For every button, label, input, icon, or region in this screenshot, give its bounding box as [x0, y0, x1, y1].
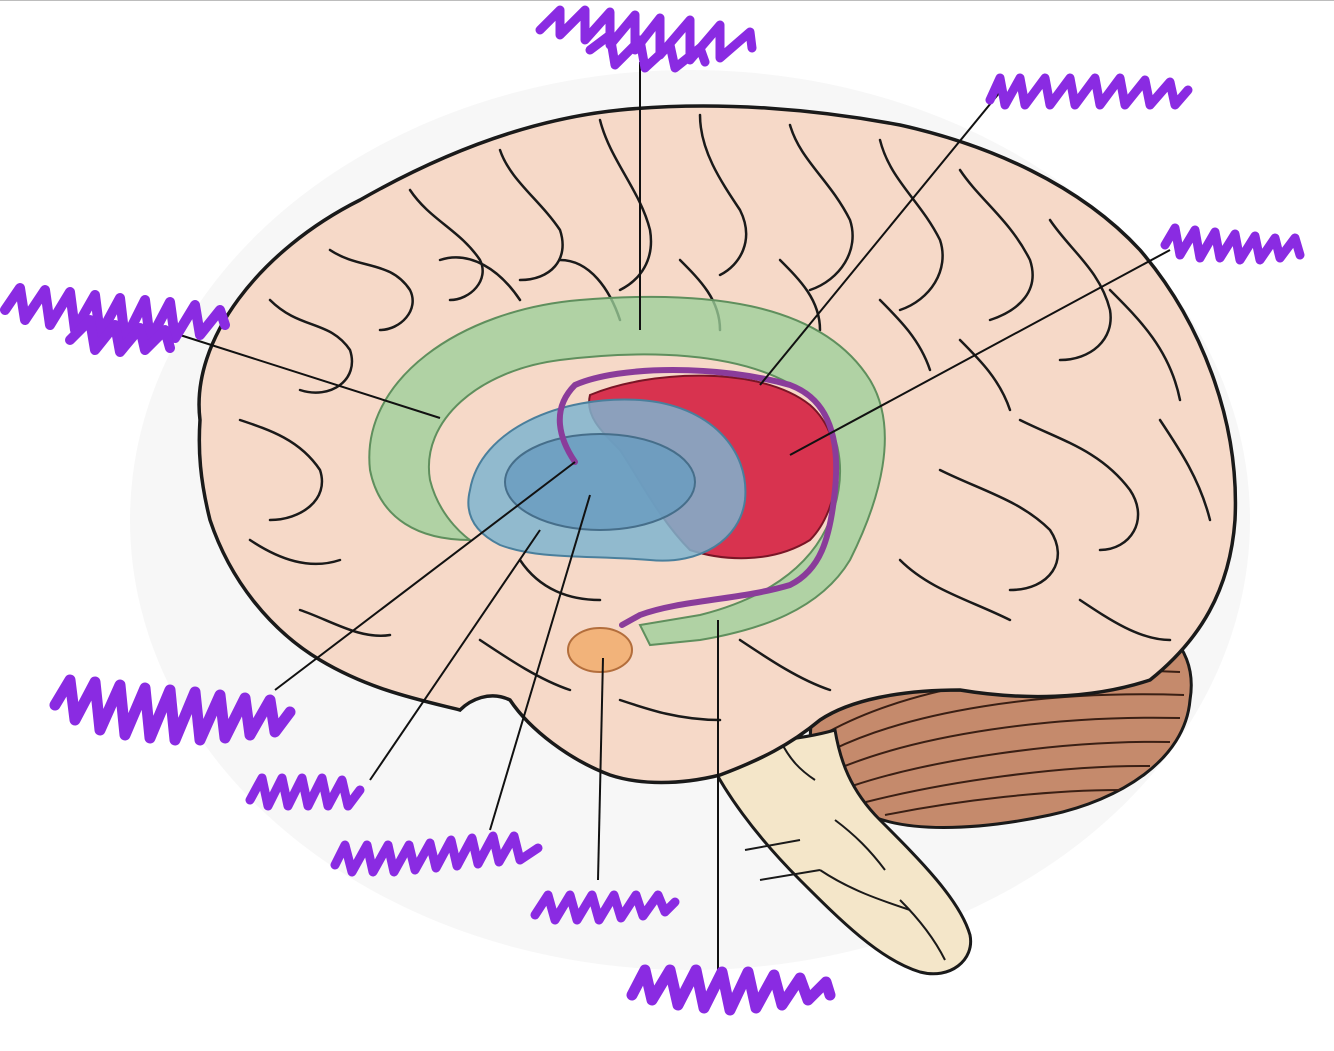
amygdala — [568, 628, 632, 672]
blue-region-inner — [505, 434, 695, 530]
redaction-right — [1165, 228, 1300, 260]
redaction-bottom-right — [632, 970, 830, 1010]
redaction-lower-left-2 — [250, 778, 360, 806]
top-rule — [0, 0, 1334, 1]
redaction-top-right — [990, 78, 1188, 105]
redaction-top-center — [540, 10, 752, 68]
